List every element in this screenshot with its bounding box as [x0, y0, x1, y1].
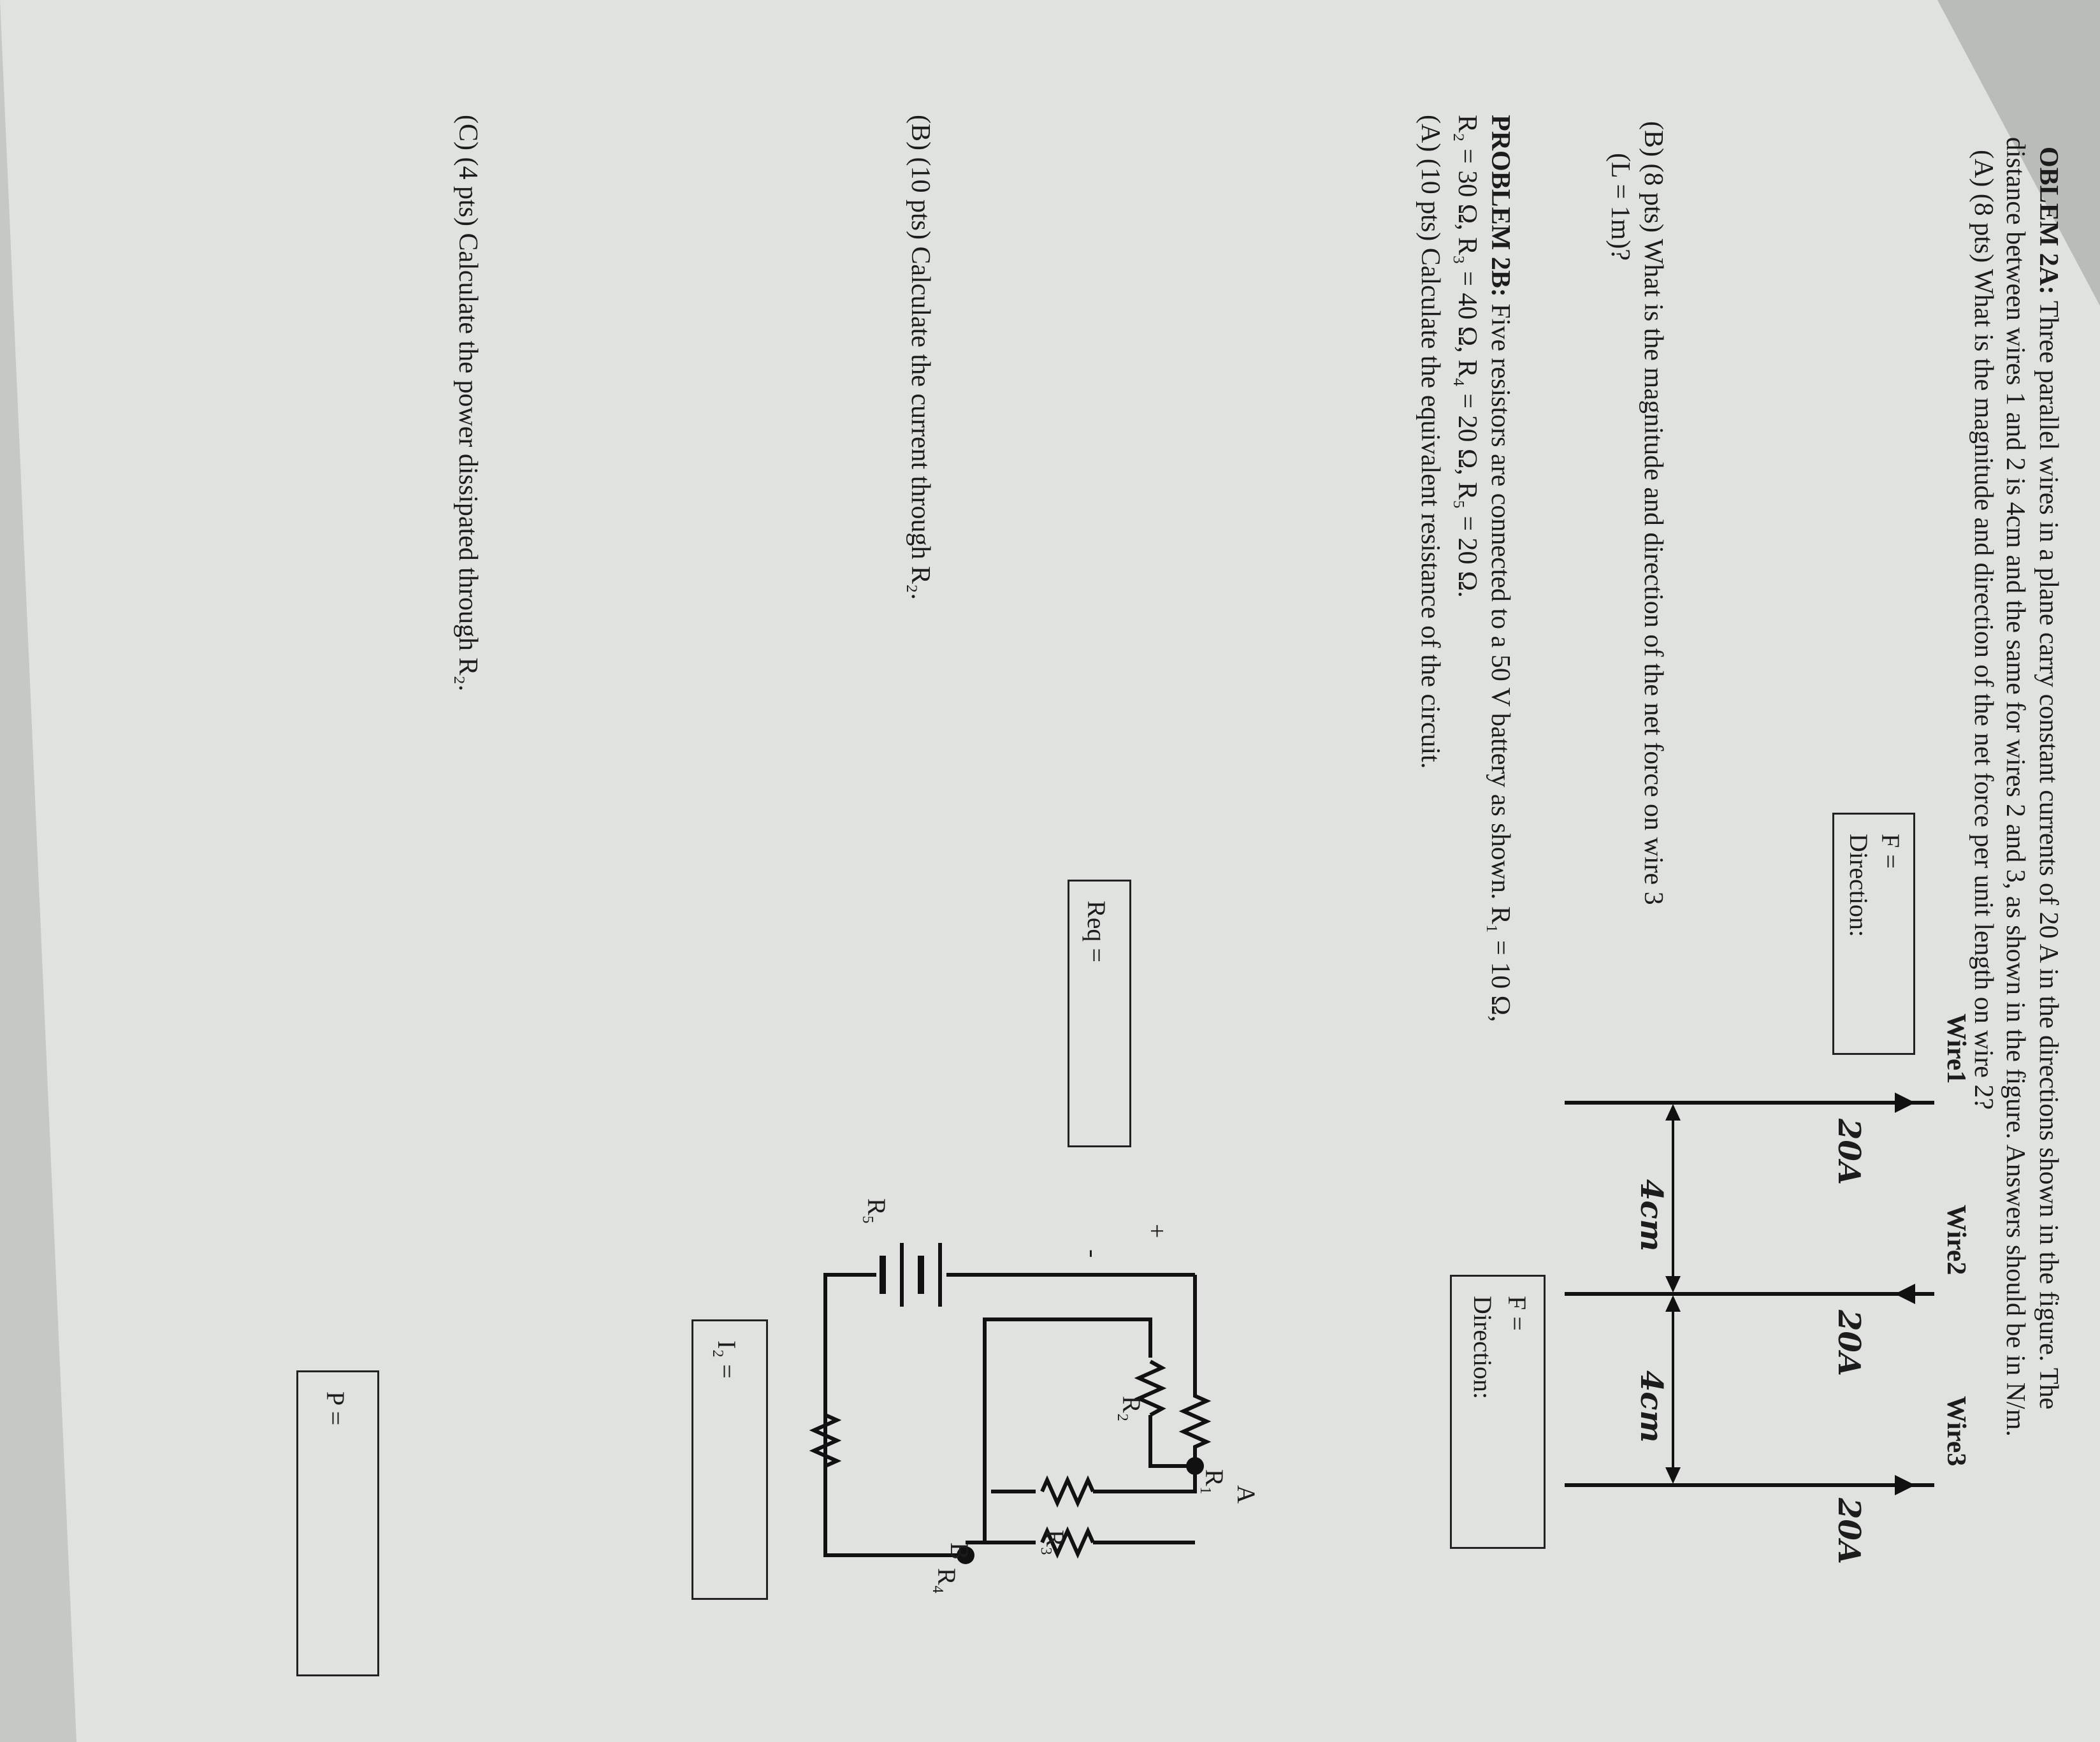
- resistor-r1-label: R₁: [1200, 1469, 1229, 1495]
- spacing-1-label: 4cm: [1633, 1179, 1669, 1252]
- req-answer-box[interactable]: Req =: [1068, 880, 1131, 1147]
- req-label: Req =: [1082, 901, 1111, 962]
- resistor-r1: [1178, 1383, 1212, 1466]
- problem-2b-values: R₂ = 30 Ω, R₃ = 40 Ω, R₄ = 20 Ω, R₅ = 20…: [1452, 115, 1482, 598]
- resistor-r5: [809, 1413, 842, 1468]
- wire-3-label: Wire3: [1941, 1396, 1971, 1467]
- wire-3-arrow-up: [1895, 1475, 1915, 1495]
- problem-2a-line1: OBLEM 2A: Three parallel wires in a plan…: [2034, 147, 2063, 1410]
- wire-3-current: 20A: [1831, 1498, 1867, 1565]
- node-b-label: B: [945, 1542, 974, 1560]
- problem-2b-title: PROBLEM 2B:: [1486, 115, 1515, 297]
- problem-2b-part-b: (B) (10 pts) Calculate the current throu…: [906, 115, 935, 600]
- resistor-r4-label: R₄: [932, 1568, 961, 1594]
- resistor-r3-label: R₃: [1041, 1530, 1069, 1556]
- bottom-wire: [823, 1273, 966, 1557]
- direction-label: Direction:: [1844, 834, 1873, 938]
- answer-box-2a-b[interactable]: F = Direction:: [1450, 1275, 1546, 1549]
- power-answer-box[interactable]: P =: [296, 1370, 379, 1676]
- problem-2a-part-b-length: (L = 1m)?: [1605, 153, 1635, 261]
- node-b: [957, 1546, 974, 1564]
- problem-2b-part-a: (A) (10 pts) Calculate the equivalent re…: [1416, 115, 1445, 769]
- node-a-label: A: [1232, 1485, 1261, 1504]
- i2-answer-box[interactable]: I₂ =: [692, 1319, 768, 1600]
- battery-minus-label: -: [1079, 1249, 1108, 1258]
- problem-2b-part-c: (C) (4 pts) Calculate the power dissipat…: [453, 115, 482, 692]
- battery-plus-label: +: [1143, 1224, 1171, 1238]
- resistor-r5-label: R₅: [862, 1198, 891, 1224]
- wire-r1-to-r2: [1148, 1415, 1195, 1468]
- power-label: P =: [321, 1391, 350, 1426]
- wire-1-arrow-up: [1895, 1092, 1915, 1113]
- wire-2-arrow-down: [1895, 1284, 1915, 1304]
- answer-box-2a-a[interactable]: F = Direction:: [1832, 813, 1915, 1055]
- node-a: [1186, 1457, 1204, 1475]
- force-label: F =: [1503, 1296, 1532, 1331]
- circuit-diagram: [809, 1243, 1212, 1564]
- wire-1-label: Wire1: [1941, 1013, 1971, 1084]
- problem-2a-line2: distance between wires 1 and 2 is 4cm an…: [2001, 137, 2030, 1437]
- wire-to-r3: [1093, 1466, 1197, 1493]
- resistor-r3: [1040, 1475, 1095, 1508]
- resistor-r4: [1040, 1526, 1095, 1559]
- resistor-r2-label: R₂: [1117, 1396, 1146, 1422]
- problem-2b-line1: PROBLEM 2B: Five resistors are connected…: [1486, 115, 1515, 1022]
- wire-r2-down: [983, 1317, 1152, 1542]
- problem-2a-part-b: (B) (8 pts) What is the magnitude and di…: [1639, 121, 1668, 905]
- wire-2-current: 20A: [1831, 1310, 1867, 1377]
- direction-label: Direction:: [1468, 1296, 1497, 1400]
- wire-2-label: Wire2: [1941, 1205, 1971, 1275]
- spacing-2-label: 4cm: [1633, 1370, 1669, 1443]
- wires-figure: [1565, 1092, 1934, 1495]
- wire-1-current: 20A: [1831, 1119, 1867, 1186]
- i2-label: I₂ =: [713, 1340, 741, 1379]
- resistor-r2: [1134, 1360, 1167, 1417]
- force-label: F =: [1876, 834, 1905, 869]
- problem-2a-title: OBLEM 2A:: [2034, 147, 2063, 295]
- problem-2a-part-a: (A) (8 pts) What is the magnitude and di…: [1969, 150, 1998, 1110]
